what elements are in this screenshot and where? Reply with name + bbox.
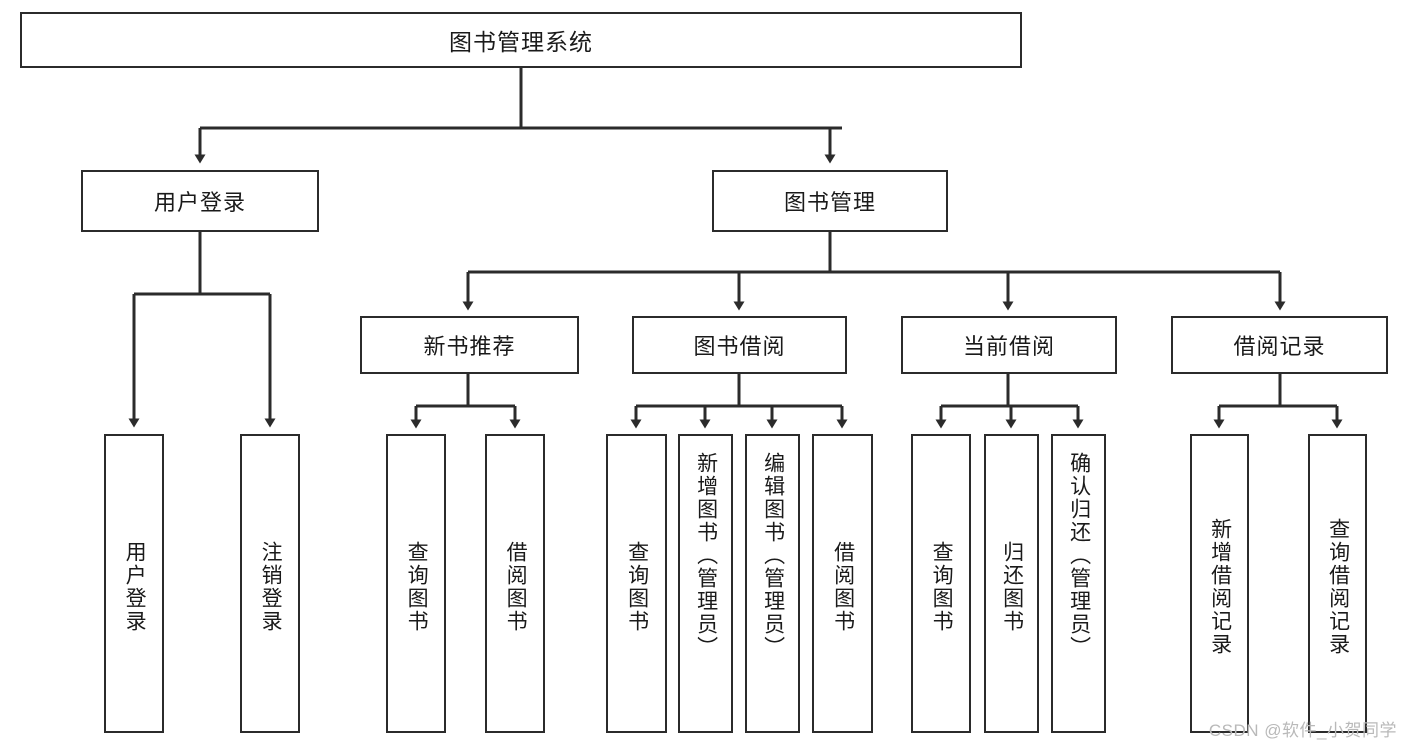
leaf-logout-label: 注销登录 — [259, 540, 283, 633]
leaf-borrow-book-label: 借阅图书 — [831, 540, 855, 633]
node-book-borrow-label: 图书借阅 — [693, 334, 786, 359]
leaf-borrow-book[interactable]: 借阅图书 — [812, 434, 873, 733]
node-book-management[interactable]: 图书管理 — [712, 170, 948, 232]
node-user-login-label: 用户登录 — [153, 190, 246, 215]
node-book-borrow[interactable]: 图书借阅 — [632, 316, 847, 374]
leaf-add-book-admin[interactable]: 新增图书（管理员） — [678, 434, 733, 733]
leaf-borrow-book-recommend[interactable]: 借阅图书 — [485, 434, 545, 733]
leaf-query-book-borrow-label: 查询图书 — [625, 540, 649, 633]
leaf-query-book-borrow[interactable]: 查询图书 — [606, 434, 667, 733]
leaf-add-borrow-record-label: 新增借阅记录 — [1208, 517, 1232, 656]
leaf-borrow-book-recommend-label: 借阅图书 — [504, 540, 528, 633]
node-user-login[interactable]: 用户登录 — [81, 170, 319, 232]
watermark: CSDN @软件_小贺同学 — [1208, 721, 1397, 740]
leaf-return-book-label: 归还图书 — [1000, 540, 1024, 633]
leaf-query-book-recommend[interactable]: 查询图书 — [386, 434, 446, 733]
leaf-add-book-admin-label: 新增图书（管理员） — [694, 452, 718, 659]
node-current-borrow-label: 当前借阅 — [962, 334, 1055, 359]
node-new-book-recommend-label: 新书推荐 — [423, 334, 516, 359]
leaf-query-book-current[interactable]: 查询图书 — [911, 434, 971, 733]
leaf-return-book[interactable]: 归还图书 — [984, 434, 1039, 733]
leaf-query-borrow-record[interactable]: 查询借阅记录 — [1308, 434, 1367, 733]
node-current-borrow[interactable]: 当前借阅 — [901, 316, 1117, 374]
node-root-label: 图书管理系统 — [449, 29, 593, 55]
leaf-user-login[interactable]: 用户登录 — [104, 434, 164, 733]
leaf-query-book-recommend-label: 查询图书 — [405, 540, 429, 633]
leaf-query-book-current-label: 查询图书 — [930, 540, 954, 633]
node-book-management-label: 图书管理 — [783, 190, 876, 215]
leaf-user-login-label: 用户登录 — [123, 540, 147, 633]
node-borrow-record[interactable]: 借阅记录 — [1171, 316, 1388, 374]
node-new-book-recommend[interactable]: 新书推荐 — [360, 316, 579, 374]
node-borrow-record-label: 借阅记录 — [1233, 334, 1326, 359]
node-root[interactable]: 图书管理系统 — [20, 12, 1022, 68]
leaf-edit-book-admin[interactable]: 编辑图书（管理员） — [745, 434, 800, 733]
leaf-add-borrow-record[interactable]: 新增借阅记录 — [1190, 434, 1249, 733]
leaf-logout[interactable]: 注销登录 — [240, 434, 300, 733]
leaf-confirm-return-admin-label: 确认归还（管理员） — [1067, 452, 1091, 659]
leaf-query-borrow-record-label: 查询借阅记录 — [1326, 517, 1350, 656]
leaf-edit-book-admin-label: 编辑图书（管理员） — [761, 452, 785, 659]
leaf-confirm-return-admin[interactable]: 确认归还（管理员） — [1051, 434, 1106, 733]
